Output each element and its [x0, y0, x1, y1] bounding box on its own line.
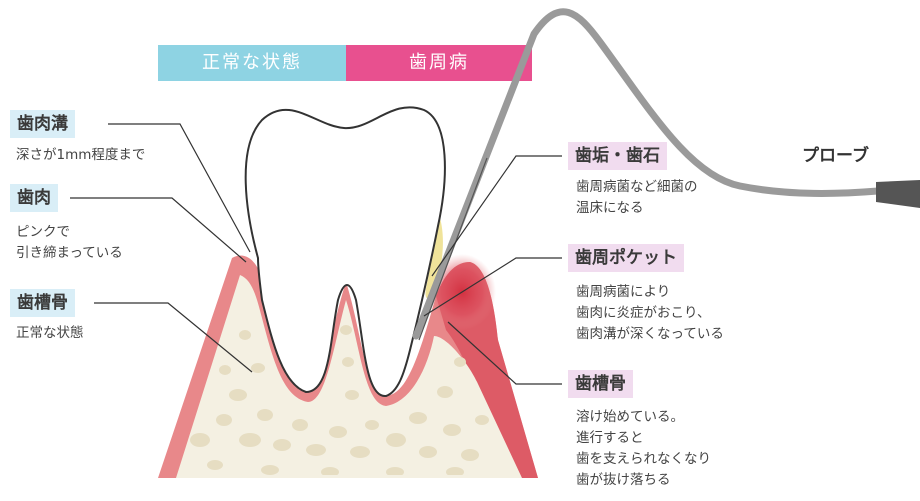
periodontal-disease-header: 歯周病 [346, 45, 532, 81]
desc-line: 溶け始めている。 [576, 409, 684, 425]
plaque-tartar-label: 歯垢・歯石 [568, 142, 667, 170]
desc-line: 引き締まっている [16, 245, 123, 261]
probe-handle [876, 180, 920, 208]
plaque-tartar [425, 212, 443, 299]
periodontal-pocket-label: 歯周ポケット [568, 244, 684, 272]
normal-state-header: 正常な状態 [158, 45, 346, 81]
periodontal-pocket-desc: 歯周病菌により 歯肉に炎症がおこり、 歯肉溝が深くなっている [576, 282, 724, 345]
bone-cells [190, 325, 489, 475]
alveolar-bone-desc-right: 溶け始めている。 進行すると 歯を支えられなくなり 歯が抜け落ちる [576, 407, 711, 491]
desc-line: 歯肉に炎症がおこり、 [576, 305, 711, 321]
alveolar-bone-desc-left: 正常な状態 [16, 323, 84, 344]
desc-line: 歯周病菌により [576, 284, 671, 300]
desc-line: 歯周病菌など細菌の [576, 179, 698, 195]
desc-line: 進行すると [576, 430, 644, 446]
desc-line: 正常な状態 [16, 325, 84, 341]
gingiva-desc: ピンクで 引き締まっている [16, 222, 123, 264]
gingival-sulcus-label: 歯肉溝 [10, 110, 75, 138]
alveolar-bone-label-left: 歯槽骨 [10, 289, 75, 317]
alveolar-bone-label-right: 歯槽骨 [568, 370, 633, 398]
desc-line: 温床になる [576, 200, 644, 216]
desc-line: 歯を支えられなくなり [576, 451, 711, 467]
probe-label: プローブ [802, 146, 869, 166]
desc-line: 歯が抜け落ちる [576, 472, 671, 488]
gingiva-label: 歯肉 [10, 184, 58, 212]
probe [412, 8, 882, 340]
tooth [244, 106, 446, 398]
desc-line: 深さが1mm程度まで [16, 147, 146, 163]
plaque-tartar-desc: 歯周病菌など細菌の 温床になる [576, 177, 698, 219]
probe-tip-detail [418, 157, 488, 341]
gingival-sulcus-desc: 深さが1mm程度まで [16, 145, 145, 166]
desc-line: ピンクで [16, 224, 70, 240]
desc-line: 歯肉溝が深くなっている [576, 326, 724, 342]
alveolar-bone [176, 275, 522, 478]
leader-lines [70, 123, 562, 385]
